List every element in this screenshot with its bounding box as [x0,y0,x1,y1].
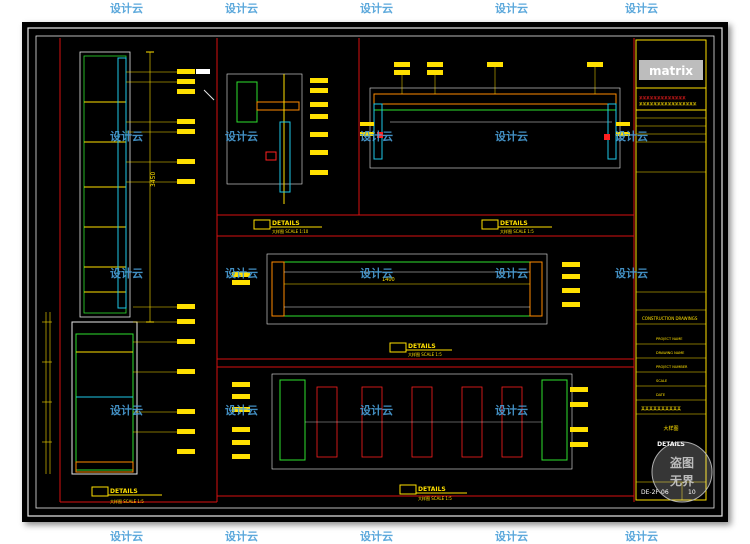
detail-section-top-right: DETAILS 大样图 SCALE 1:5 [360,62,630,234]
watermark: 设计云 [495,130,528,143]
detail-label: DETAILS [418,486,446,493]
field-label: DRAWING NAME [656,351,684,355]
watermark: 设计云 [225,530,258,543]
watermark: 设计云 [110,2,143,15]
detail-label: DETAILS [110,488,138,495]
watermark: 设计云 [615,267,648,280]
dimension-horizontal: 1400 [382,277,395,283]
title-block: matrix 某某某某某某某某某某某某某 某某某某某某某某某某某某某某某某 CO… [635,39,707,501]
scale-label: 大样图 SCALE 1:10 [272,228,309,234]
drawing-number: DE-2F-06 [641,489,669,496]
watermark: 设计云 [360,404,393,417]
watermark: 设计云 [360,267,393,280]
watermark: 设计云 [495,2,528,15]
watermark: 设计云 [360,130,393,143]
watermark: 设计云 [110,530,143,543]
watermark-stamp: 盗图 无界 [651,441,713,503]
watermark: 设计云 [110,404,143,417]
detail-label: DETAILS [500,220,528,227]
chinese-title: 某某某某某某某某某某 [641,405,681,411]
detail-elevation-tall: 3450 DETAILS 大样图 SCALE 1:5 [42,51,210,504]
scale-label: 大样图 SCALE 1:5 [408,351,442,357]
watermark: 设计云 [360,530,393,543]
project-line: 某某某某某某某某某某某某某 [639,95,686,100]
detail-label: DETAILS [408,343,436,350]
project-line: 某某某某某某某某某某某某某某某某 [639,101,697,106]
scale-label: 大样图 SCALE 1:5 [110,498,144,504]
scale-label: 大样图 SCALE 1:5 [418,495,452,501]
watermark: 设计云 [625,2,658,15]
watermark: 设计云 [625,530,658,543]
watermark: 设计云 [225,2,258,15]
dimension-vertical: 3450 [150,172,157,187]
watermark: 设计云 [495,404,528,417]
watermark: 设计云 [225,404,258,417]
cad-drawing: 3450 DETAILS 大样图 SCALE 1:5 [27,27,723,517]
watermark: 设计云 [225,267,258,280]
watermark: 设计云 [615,130,648,143]
cad-drawing-frame: 3450 DETAILS 大样图 SCALE 1:5 [22,22,728,522]
detail-label: DETAILS [272,220,300,227]
watermark: 设计云 [360,2,393,15]
detail-section-middle: 1400 DETAILS 大样图 SCALE 1:5 [232,253,580,357]
field-label: DATE [656,393,665,397]
watermark: 设计云 [495,530,528,543]
watermark: 设计云 [110,267,143,280]
detail-section-bottom: DETAILS 大样图 SCALE 1:5 [232,373,588,501]
field-label: SCALE [656,379,667,383]
scale-label: 大样图 SCALE 1:5 [500,228,534,234]
sheet-number: 10 [688,489,696,496]
company-logo: matrix [649,64,693,78]
stamp-text: 无界 [669,473,694,488]
panel-frames [59,38,635,503]
stamp-text: 盗图 [670,455,694,470]
section-label: CONSTRUCTION DRAWINGS [642,316,698,321]
chinese-subtitle: 大样图 [663,425,678,432]
field-label: PROJECT NUMBER [656,365,688,369]
watermark: 设计云 [225,130,258,143]
watermark: 设计云 [110,130,143,143]
detail-section-small: DETAILS 大样图 SCALE 1:10 [203,73,328,234]
watermark: 设计云 [495,267,528,280]
field-label: PROJECT NAME [656,337,682,341]
